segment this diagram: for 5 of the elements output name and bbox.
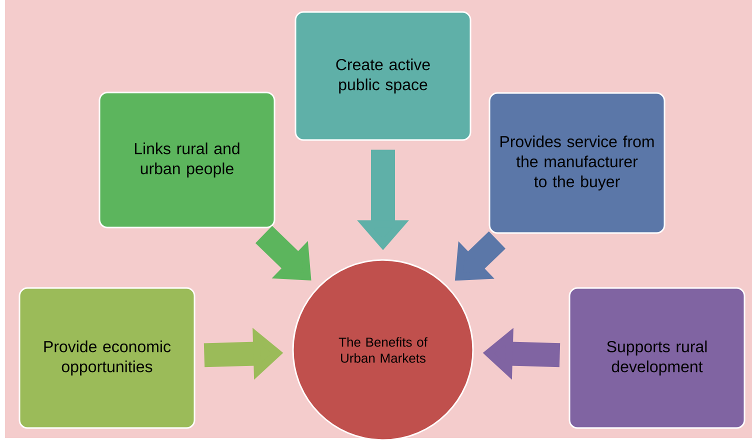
benefit-box: Supports rural development — [568, 287, 746, 429]
benefit-box: Provides service from the manufacturer to the buyer — [488, 92, 666, 234]
benefit-box: Provide economic opportunities — [18, 287, 196, 429]
benefit-box: Links rural and urban people — [98, 92, 276, 228]
benefit-box: Create active public space — [294, 11, 472, 141]
